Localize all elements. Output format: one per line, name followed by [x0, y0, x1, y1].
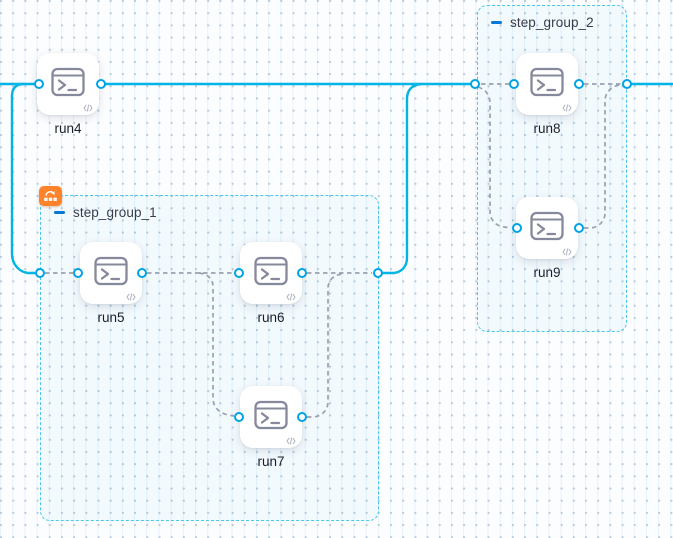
collapse-icon[interactable]: [491, 21, 502, 24]
code-icon: [126, 293, 136, 301]
edge-group1-out-to-main: [380, 82, 422, 275]
step-node-run6[interactable]: [240, 242, 302, 304]
edge-start-to-group1-in: [10, 82, 35, 275]
port-run4-out[interactable]: [96, 79, 106, 89]
edge-run5-to-run7: [198, 272, 235, 417]
step-node-run9[interactable]: [516, 197, 578, 259]
port-group2-out[interactable]: [622, 79, 632, 89]
code-icon: [562, 104, 572, 112]
step-node-run4[interactable]: [37, 53, 99, 115]
code-icon: [286, 293, 296, 301]
edge-group2-in-to-run9: [477, 86, 512, 229]
port-run9-in[interactable]: [512, 223, 522, 233]
port-run9-out[interactable]: [574, 223, 584, 233]
step-node-run8[interactable]: [516, 53, 578, 115]
port-group2-in[interactable]: [470, 79, 480, 89]
edge-run9-to-group2-out: [584, 84, 621, 229]
port-run7-in[interactable]: [234, 412, 244, 422]
terminal-icon: [93, 255, 129, 292]
step-node-run7[interactable]: [240, 386, 302, 448]
looping-strategy-icon[interactable]: [39, 186, 62, 206]
group-label[interactable]: step_group_1: [73, 205, 157, 220]
port-run5-out[interactable]: [137, 268, 147, 278]
code-icon: [562, 248, 572, 256]
step-group-2[interactable]: step_group_2: [477, 5, 627, 332]
step-label-run5: run5: [97, 310, 125, 325]
step-node-run5[interactable]: [80, 242, 142, 304]
step-group-1[interactable]: step_group_1: [39, 186, 379, 521]
port-run4-in[interactable]: [34, 79, 44, 89]
port-run5-in[interactable]: [73, 268, 83, 278]
port-run8-out[interactable]: [574, 79, 584, 89]
terminal-icon: [253, 255, 289, 292]
code-icon: [286, 437, 296, 445]
step-label-run4: run4: [54, 121, 82, 136]
code-icon: [83, 104, 93, 112]
group-header: step_group_2: [491, 15, 594, 30]
edge-run7-to-group1-out: [307, 273, 343, 418]
terminal-icon: [529, 210, 565, 247]
port-run7-out[interactable]: [297, 412, 307, 422]
port-run8-in[interactable]: [509, 79, 519, 89]
port-run6-out[interactable]: [297, 268, 307, 278]
step-label-run9: run9: [533, 265, 561, 280]
port-group1-in[interactable]: [35, 268, 45, 278]
step-label-run6: run6: [257, 310, 285, 325]
step-label-run7: run7: [257, 454, 285, 469]
terminal-icon: [50, 66, 86, 103]
port-group1-out[interactable]: [373, 268, 383, 278]
group-header: step_group_1: [54, 205, 157, 220]
terminal-icon: [253, 399, 289, 436]
collapse-icon[interactable]: [54, 211, 65, 214]
group-label[interactable]: step_group_2: [510, 15, 594, 30]
step-label-run8: run8: [533, 121, 561, 136]
terminal-icon: [529, 66, 565, 103]
port-run6-in[interactable]: [234, 268, 244, 278]
